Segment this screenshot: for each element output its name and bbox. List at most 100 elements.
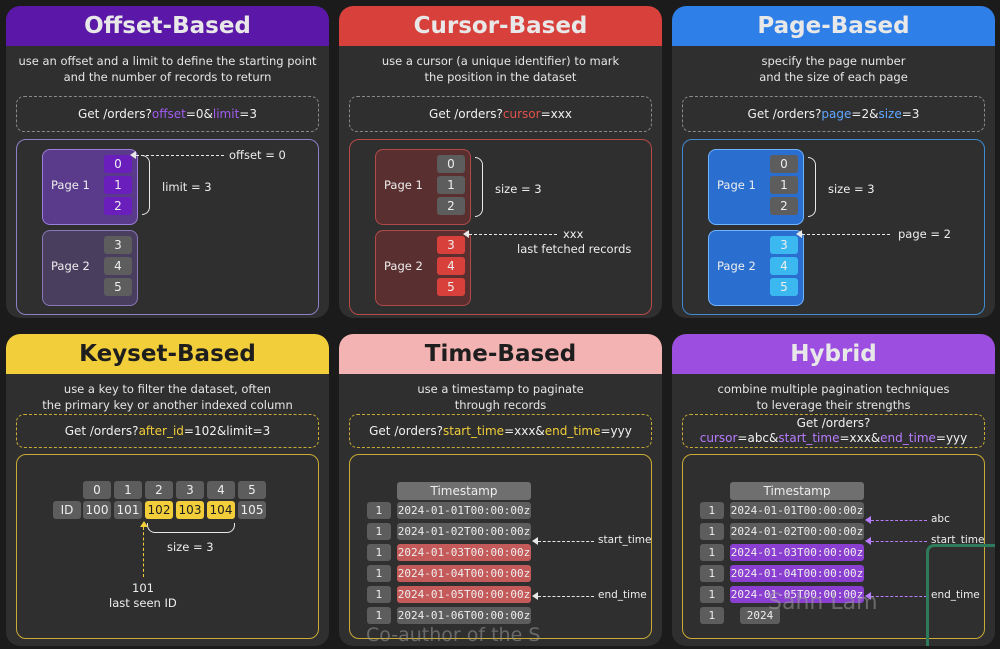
time-request: Get /orders?start_time=xxx&end_time=yyy xyxy=(349,414,652,448)
req-prefix: Get /orders? xyxy=(64,423,139,438)
record-cell: 4 xyxy=(770,257,798,275)
time-description: use a timestamp to paginate through reco… xyxy=(339,381,662,415)
record-cell: 2 xyxy=(437,197,465,215)
size-brace xyxy=(808,157,816,217)
cursor-desc-line1: use a cursor (a unique identifier) to ma… xyxy=(381,54,620,68)
timestamp-cell: 2024-01-02T00:00:00z xyxy=(730,523,864,540)
id-cell: 100 xyxy=(83,501,111,519)
offset-page1: Page 1 0 1 2 xyxy=(42,149,138,225)
xxx-note: xxx xyxy=(563,227,584,241)
keyset-based-title: Keyset-Based xyxy=(6,334,329,374)
offset-note: offset = 0 xyxy=(229,148,286,162)
page1-label: Page 1 xyxy=(384,178,423,192)
record-cell: 5 xyxy=(437,278,465,296)
row-number: 1 xyxy=(367,523,391,540)
timestamp-cell-selected: 2024-01-04T00:00:00z xyxy=(730,565,864,582)
page-based-card: Page-Based specify the page number and t… xyxy=(672,6,995,318)
req-value: =xxx& xyxy=(504,423,545,438)
page1-label: Page 1 xyxy=(717,178,756,192)
page2-label: Page 2 xyxy=(51,259,90,273)
size-note: size = 3 xyxy=(495,182,542,196)
keyset-diagram: 0 1 2 3 4 5 ID 100 101 102 103 104 105 s… xyxy=(16,454,319,639)
keyset-desc-line2: the primary key or another indexed colum… xyxy=(42,398,293,412)
req-value: =0& xyxy=(185,106,213,121)
watermark-coauthor: Co-author of the S xyxy=(366,624,541,646)
abc-note: abc xyxy=(931,513,950,525)
offset-desc-line2: and the number of records to return xyxy=(63,70,272,84)
last-id-note: 101 xyxy=(132,581,154,595)
end-pointer-line xyxy=(538,596,594,597)
page1-label: Page 1 xyxy=(51,178,90,192)
req-param-start-time: start_time xyxy=(443,423,505,438)
hybrid-request: Get /orders? cursor=abc&start_time=xxx&e… xyxy=(682,414,985,448)
req-value: =2& xyxy=(851,106,879,121)
id-cell-selected: 103 xyxy=(176,501,204,519)
timestamp-cell: 2024 xyxy=(740,607,780,624)
index-cell: 3 xyxy=(176,481,204,499)
record-cell: 4 xyxy=(437,257,465,275)
watermark-name: Sahn Lam xyxy=(768,590,878,615)
cursor-arrowhead xyxy=(463,230,469,238)
end-arrowhead xyxy=(532,592,538,600)
cursor-based-title: Cursor-Based xyxy=(339,6,662,46)
page-description: specify the page number and the size of … xyxy=(672,53,995,87)
cursor-page1: Page 1 0 1 2 xyxy=(375,149,471,225)
row-number: 1 xyxy=(700,607,724,624)
cursor-page2: Page 2 3 4 5 xyxy=(375,230,471,306)
start-arrowhead xyxy=(865,537,871,545)
offset-description: use an offset and a limit to define the … xyxy=(6,53,329,87)
record-cell: 2 xyxy=(104,197,132,215)
start-time-note: start_time xyxy=(598,534,652,546)
record-cell: 1 xyxy=(437,176,465,194)
offset-arrowhead xyxy=(130,151,136,159)
row-number: 1 xyxy=(700,544,724,561)
row-number: 1 xyxy=(367,565,391,582)
row-number: 1 xyxy=(367,586,391,603)
id-cell-selected: 104 xyxy=(207,501,235,519)
size-brace xyxy=(475,157,483,217)
id-cell: 101 xyxy=(114,501,142,519)
size-note: size = 3 xyxy=(167,540,214,554)
index-cell: 5 xyxy=(238,481,266,499)
req-value: =xxx xyxy=(540,106,572,121)
hybrid-desc-line2: to leverage their strengths xyxy=(756,398,911,412)
size-note: size = 3 xyxy=(828,182,875,196)
timestamp-header: Timestamp xyxy=(397,482,531,500)
timestamp-cell-selected: 2024-01-03T00:00:00z xyxy=(730,544,864,561)
cursor-request: Get /orders?cursor=xxx xyxy=(349,96,652,132)
cursor-diagram: Page 1 0 1 2 Page 2 3 4 5 size = 3 xxx l… xyxy=(349,139,652,315)
last-seen-arrowhead xyxy=(140,521,148,527)
req-value: =yyy xyxy=(600,423,632,438)
start-pointer-line xyxy=(871,541,927,542)
index-cell: 4 xyxy=(207,481,235,499)
record-cell: 5 xyxy=(770,278,798,296)
time-based-card: Time-Based use a timestamp to paginate t… xyxy=(339,334,662,646)
abc-pointer-line xyxy=(871,520,927,521)
timestamp-cell-selected: 2024-01-05T00:00:00z xyxy=(397,586,531,603)
page-note: page = 2 xyxy=(898,227,951,241)
hybrid-title: Hybrid xyxy=(672,334,995,374)
time-desc-line2: through records xyxy=(454,398,547,412)
timestamp-cell: 2024-01-02T00:00:00z xyxy=(397,523,531,540)
end-arrowhead xyxy=(865,592,871,600)
row-number: 1 xyxy=(700,502,724,519)
id-label-cell: ID xyxy=(53,501,81,519)
record-cell: 3 xyxy=(437,236,465,254)
cursor-description: use a cursor (a unique identifier) to ma… xyxy=(339,53,662,87)
req-param-offset: offset xyxy=(151,106,186,121)
hybrid-desc-line1: combine multiple pagination techniques xyxy=(717,382,950,396)
index-cell: 2 xyxy=(145,481,173,499)
row-number: 1 xyxy=(367,502,391,519)
timestamp-cell-selected: 2024-01-03T00:00:00z xyxy=(397,544,531,561)
offset-page2: Page 2 3 4 5 xyxy=(42,230,138,306)
webcam-frame xyxy=(926,544,995,646)
record-cell: 3 xyxy=(770,236,798,254)
last-seen-note: last seen ID xyxy=(109,596,177,610)
row-number: 1 xyxy=(367,544,391,561)
end-time-note: end_time xyxy=(931,589,980,601)
offset-based-card: Offset-Based use an offset and a limit t… xyxy=(6,6,329,318)
offset-request: Get /orders?offset=0&limit=3 xyxy=(16,96,319,132)
offset-diagram: Page 1 0 1 2 Page 2 3 4 5 offset = 0 lim… xyxy=(16,139,319,315)
req-prefix: Get /orders? xyxy=(796,416,871,430)
record-cell: 2 xyxy=(770,197,798,215)
